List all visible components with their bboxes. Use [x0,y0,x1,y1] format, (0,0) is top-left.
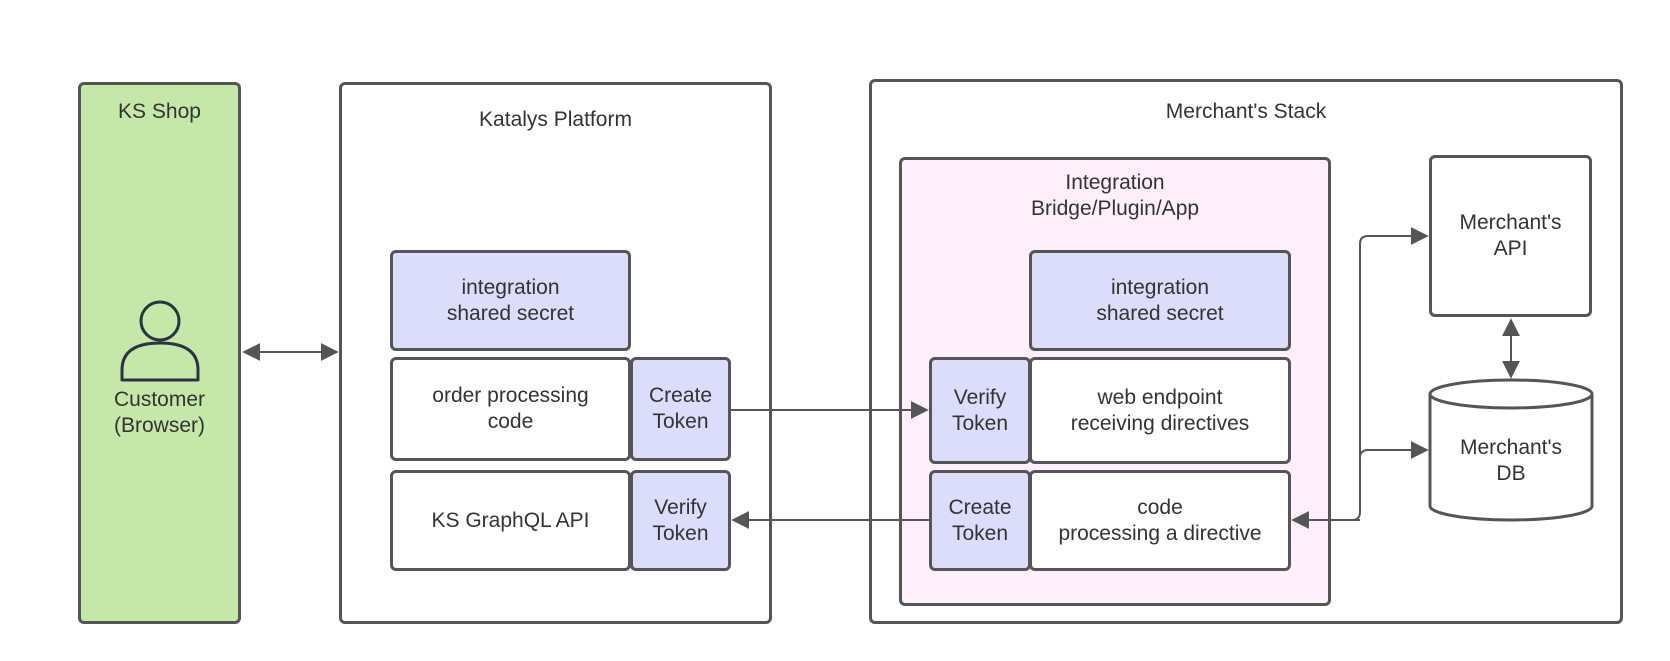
katalys-verify-token: Verify Token [630,470,731,571]
bridge-verify-token: Verify Token [929,357,1031,464]
ks-shop-container: KS Shop [78,82,241,624]
bridge-shared-secret: integration shared secret [1029,250,1291,351]
customer-label: Customer (Browser) [113,388,206,437]
web-endpoint: web endpoint receiving directives [1029,357,1291,464]
merchant-stack-title: Merchant's Stack [1165,100,1327,123]
bridge-create-token: Create Token [929,470,1031,571]
merchant-db-label: Merchant's DB [1459,436,1563,485]
katalys-shared-secret: integration shared secret [390,250,631,351]
order-processing-code: order processing code [390,357,631,461]
katalys-create-token: Create Token [630,357,731,461]
code-processing-directive: code processing a directive [1029,470,1291,571]
ks-graphql-api: KS GraphQL API [390,470,631,571]
katalys-platform-title: Katalys Platform [479,108,632,131]
merchant-api: Merchant's API [1429,155,1592,317]
integration-bridge-title: Integration Bridge/Plugin/App [1030,171,1200,220]
ks-shop-title: KS Shop [118,100,201,123]
